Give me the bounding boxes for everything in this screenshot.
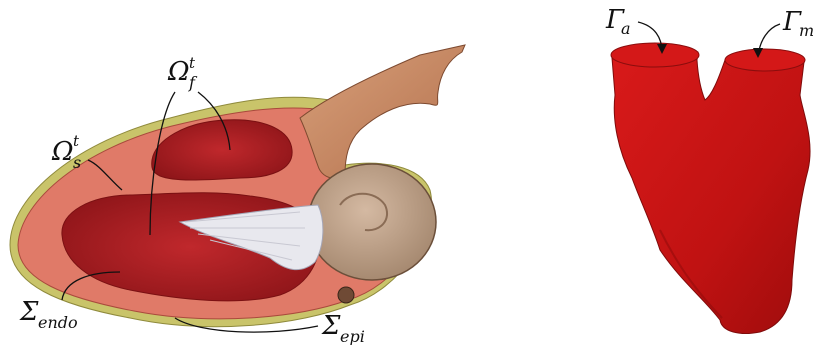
sigma-endo-sub: endo xyxy=(38,313,78,332)
label-gamma-a: Γ a xyxy=(605,5,631,38)
heart-section-illustration xyxy=(10,45,465,327)
omega-f-sub: f xyxy=(188,73,198,92)
fluid-domain-body xyxy=(612,46,810,334)
inlet-mitral-top xyxy=(725,49,805,71)
omega-f-base: Ω xyxy=(167,57,190,87)
label-omega-f: Ω t f xyxy=(167,54,198,92)
fluid-domain-illustration xyxy=(611,43,810,334)
aorta-wall xyxy=(300,45,465,178)
coronary-vessel xyxy=(338,287,354,303)
sigma-epi-base: Σ xyxy=(321,311,341,341)
omega-s-sup: t xyxy=(73,132,80,150)
inlet-aortic-top xyxy=(611,43,699,67)
gamma-m-sub: m xyxy=(799,21,814,40)
sigma-endo-base: Σ xyxy=(19,297,39,327)
label-sigma-epi: Σ epi xyxy=(321,311,365,345)
sigma-epi-sub: epi xyxy=(340,327,365,345)
label-omega-s: Ω t s xyxy=(51,132,81,172)
mitral-annulus xyxy=(308,164,436,280)
gamma-a-sub: a xyxy=(621,19,631,38)
omega-s-sub: s xyxy=(73,153,81,172)
omega-f-sup: t xyxy=(189,54,196,72)
label-gamma-m: Γ m xyxy=(782,7,814,40)
omega-s-base: Ω xyxy=(51,137,74,167)
